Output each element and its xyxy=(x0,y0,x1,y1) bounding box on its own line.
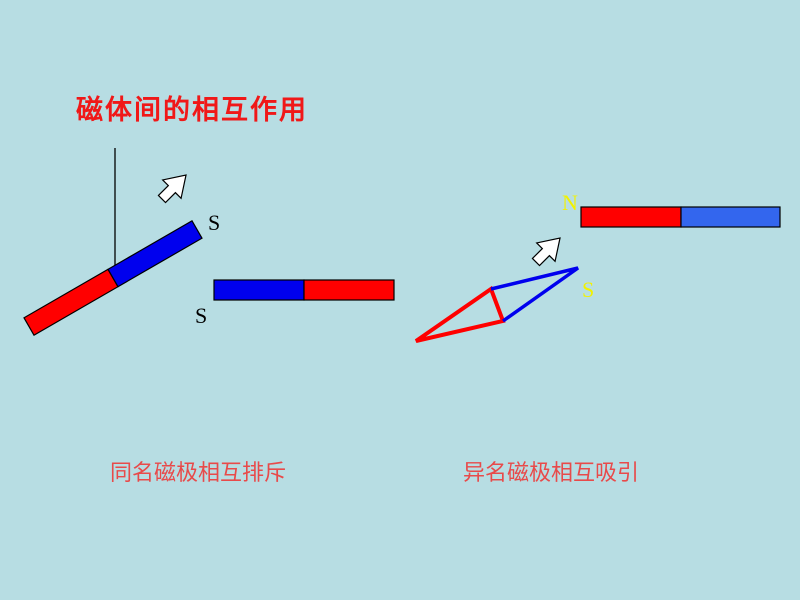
attract-direction-arrow xyxy=(531,237,561,267)
needle-blue-half xyxy=(490,266,580,323)
horizontal-bar-magnet-left xyxy=(213,279,395,301)
tilted-bar-magnet xyxy=(23,220,203,336)
needle-pole-label: S xyxy=(582,277,594,302)
tilted-magnet-blue-half xyxy=(107,220,203,288)
tilted-magnet-pole-label: S xyxy=(208,210,220,235)
compass-needle xyxy=(414,266,580,343)
slide-title: 磁体间的相互作用 xyxy=(76,95,308,126)
left-caption: 同名磁极相互排斥 xyxy=(110,461,287,486)
right-magnet-blue-half xyxy=(680,206,781,228)
right-caption: 异名磁极相互吸引 xyxy=(463,461,640,486)
needle-red-half xyxy=(414,285,506,343)
horizontal-magnet-red-half xyxy=(303,279,395,301)
repel-direction-arrow xyxy=(157,174,187,204)
right-magnet-red-half xyxy=(580,206,682,228)
right-magnet-pole-label: N xyxy=(562,190,578,215)
horizontal-bar-magnet-right xyxy=(580,206,781,228)
outline-arrow-icon xyxy=(157,174,187,204)
outline-arrow-icon xyxy=(531,237,561,267)
horizontal-magnet-blue-half xyxy=(213,279,305,301)
horizontal-magnet-pole-label: S xyxy=(195,303,207,328)
tilted-magnet-red-half xyxy=(23,268,119,336)
